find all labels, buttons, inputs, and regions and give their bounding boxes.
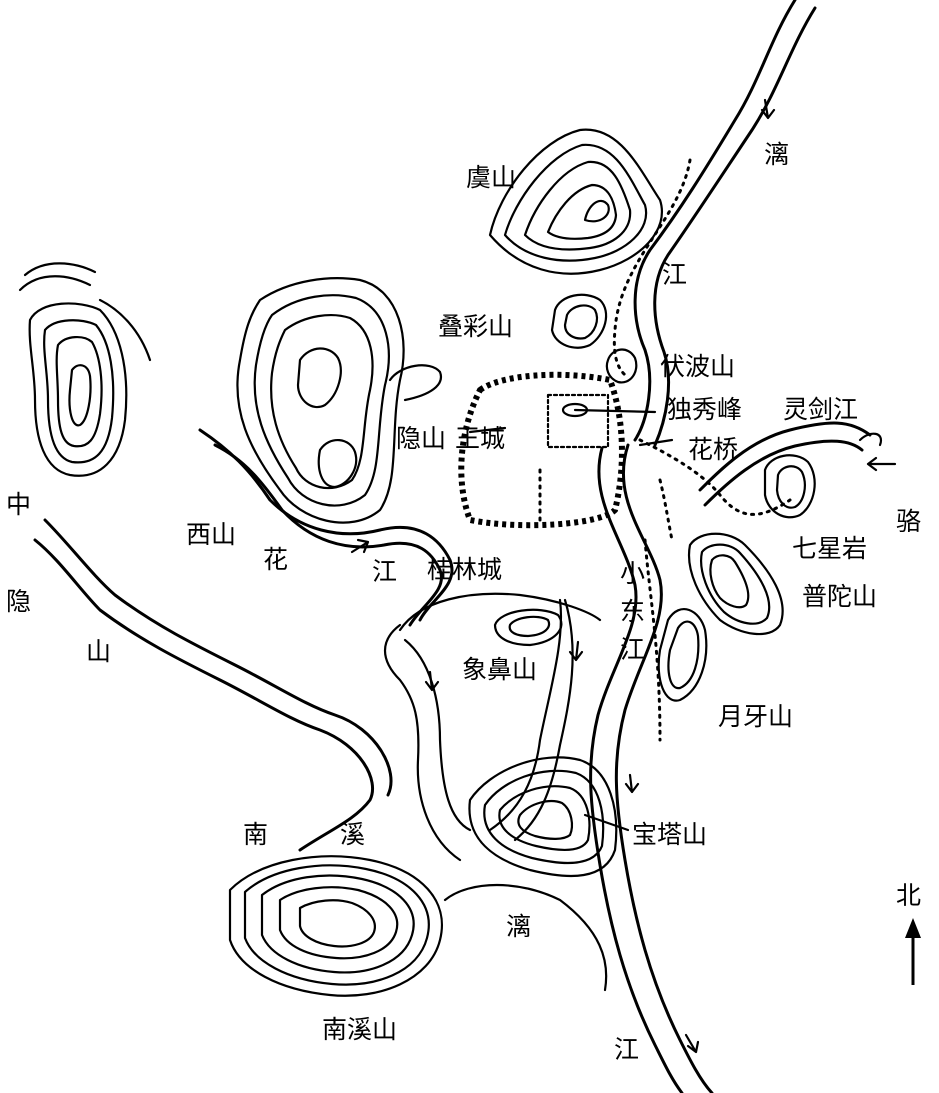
label-zhucheng: 王城 [455, 424, 505, 453]
fuboshan-mountain [605, 348, 638, 384]
label-zhongyinshan-2: 隐 [6, 587, 31, 616]
nanxishan-mountain [228, 855, 443, 997]
label-qixingyan: 七星岩 [792, 534, 867, 563]
guilin-city-walls [458, 371, 625, 529]
qixingyan-mountain [763, 454, 816, 519]
label-zhongyinshan-1: 中 [6, 490, 31, 519]
yueyashan-mountain [657, 608, 708, 702]
label-luo: 骆 [896, 507, 921, 536]
xishan-mountain [236, 277, 443, 524]
diecaishan-mountain [550, 293, 608, 349]
label-jiang-bottom: 江 [614, 1035, 639, 1064]
baotashan-mountain [468, 756, 618, 878]
north-arrow-head [905, 918, 921, 938]
label-nanxishan: 南溪山 [322, 1015, 397, 1044]
label-lingjianjiang: 灵剑江 [783, 395, 858, 424]
leader-lines [468, 408, 674, 832]
taohua-river [33, 428, 454, 852]
label-huaqiao: 花桥 [688, 435, 738, 464]
label-li-bottom: 漓 [506, 912, 531, 941]
label-jiang-top: 江 [662, 260, 687, 289]
roads [612, 158, 792, 742]
label-putuoshan: 普陀山 [802, 582, 877, 611]
label-diecaishan: 叠彩山 [438, 312, 513, 341]
north-arrow: 北 [896, 881, 921, 985]
label-baotashan: 宝塔山 [632, 820, 707, 849]
label-zhongyinshan-3: 山 [86, 637, 111, 666]
label-xi: 溪 [340, 820, 365, 849]
north-label: 北 [896, 881, 921, 910]
label-xiangbishan: 象鼻山 [462, 655, 537, 684]
label-li-top: 漓 [764, 140, 789, 169]
label-jiang-mid: 江 [372, 557, 397, 586]
label-yueyashan: 月牙山 [718, 702, 793, 731]
label-hua: 花 [263, 545, 288, 574]
flow-arrows [350, 98, 897, 1054]
label-xiaodongjiang-2: 东 [620, 597, 645, 626]
xiangbishan-mountain [493, 608, 563, 647]
putuoshan-mountain [687, 532, 784, 636]
label-nan: 南 [243, 820, 268, 849]
label-fuboshan: 伏波山 [660, 352, 735, 381]
lingjian-river [698, 421, 883, 507]
li-river [589, 0, 817, 1093]
label-duxiufeng: 独秀峰 [667, 395, 742, 424]
zhongyinshan-mountain [18, 262, 152, 477]
label-xiaodongjiang-3: 江 [620, 635, 645, 664]
yushan-mountain [488, 128, 663, 275]
label-yinshan: 隐山 [396, 424, 446, 453]
label-guilincheng: 桂林城 [427, 555, 502, 584]
label-yushan: 虞山 [466, 163, 516, 192]
label-xishan: 西山 [186, 520, 236, 549]
label-xiaodongjiang-1: 小 [620, 559, 645, 588]
place-labels: 虞山 漓 江 叠彩山 伏波山 独秀峰 灵剑江 花桥 隐山 王城 骆 七星岩 西山… [6, 140, 921, 1064]
